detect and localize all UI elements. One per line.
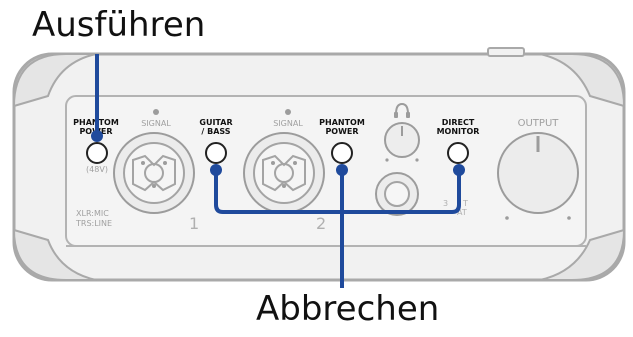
- signal-led-1: [153, 109, 159, 115]
- channel-2-label: 2: [316, 214, 326, 233]
- input-type-label-2: TRS:LINE: [75, 219, 112, 228]
- input-type-label: XLR:MIC: [76, 209, 109, 218]
- direct-monitor-button[interactable]: [447, 142, 469, 164]
- direct-monitor-label-2: MONITOR: [437, 127, 480, 136]
- output-mode-label-3: AT: [457, 208, 467, 217]
- phantom-power-2-button[interactable]: [331, 142, 353, 164]
- guitar-bass-label-2: / BASS: [201, 127, 230, 136]
- phantom-power-2-label: PHANTOM: [319, 118, 365, 127]
- execute-callout-label: Ausführen: [32, 5, 206, 45]
- phantom-power-1-sub: (48V): [86, 165, 108, 174]
- cancel-callout-dot-phantom: [336, 164, 348, 176]
- signal-2-label: SIGNAL: [273, 119, 303, 128]
- output-mode-label: 3: [443, 199, 448, 208]
- headphone-icon: [394, 102, 410, 118]
- cancel-callout-label: Abbrechen: [256, 289, 440, 329]
- output-mode-label-2: T: [462, 199, 468, 208]
- guitar-bass-button[interactable]: [205, 142, 227, 164]
- cancel-callout-dot-guitar: [210, 164, 222, 176]
- output-label: OUTPUT: [518, 118, 560, 129]
- signal-1-label: SIGNAL: [141, 119, 171, 128]
- channel-1-label: 1: [189, 214, 199, 233]
- combo-jack-2: [243, 132, 325, 214]
- output-knob: [497, 132, 579, 220]
- execute-callout-dot: [91, 130, 103, 142]
- phantom-power-2-label-2: POWER: [325, 127, 358, 136]
- combo-jack-1: [113, 132, 195, 214]
- direct-monitor-label: DIRECT: [442, 118, 475, 127]
- guitar-bass-label: GUITAR: [199, 118, 232, 127]
- headphone-volume-knob: [384, 122, 420, 162]
- phantom-power-1-button[interactable]: [86, 142, 108, 164]
- headphone-jack: [375, 172, 419, 216]
- signal-led-2: [285, 109, 291, 115]
- cancel-callout-bracket: [214, 170, 461, 288]
- cancel-callout-dot-monitor: [453, 164, 465, 176]
